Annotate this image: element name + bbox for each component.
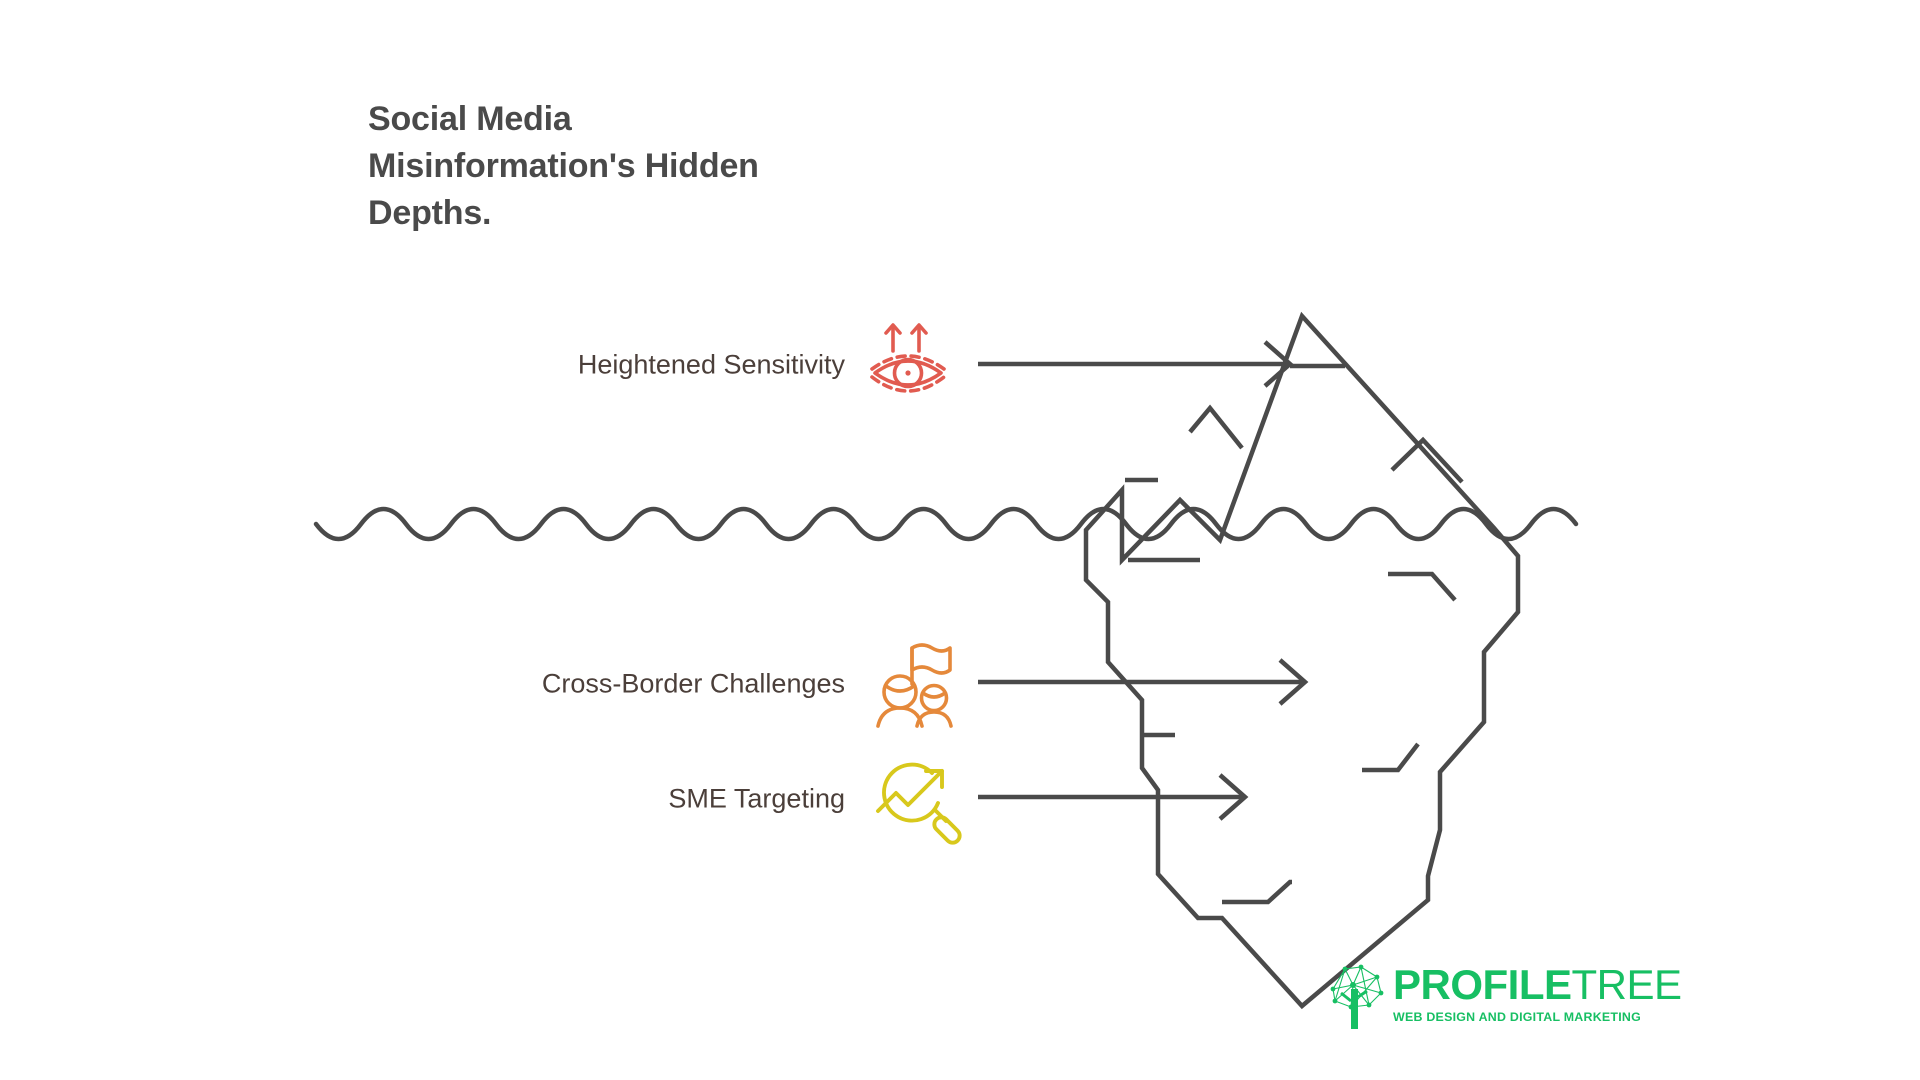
profiletree-network-tree-icon [1325,963,1387,1031]
logo-tagline: WEB DESIGN AND DIGITAL MARKETING [1393,1009,1642,1024]
profiletree-logo[interactable]: PROFILETREE WEB DESIGN AND DIGITAL MARKE… [1325,963,1682,1031]
iceberg-facet-sub-right-1 [1388,571,1457,602]
waterline-wave [313,506,1579,542]
title-line-3: Depths. [368,193,492,232]
item-label-heightened-sensitivity: Heightened Sensitivity [577,349,845,380]
page-title: Social Media Misinformation's Hidden Dep… [368,96,908,237]
profiletree-logo-text: PROFILETREE WEB DESIGN AND DIGITAL MARKE… [1393,963,1682,1024]
eye-with-up-arrows-icon [862,319,954,411]
title-line-2: Misinformation's Hidden [368,146,759,185]
title-line-1: Social Media [368,100,572,138]
logo-word-tree: TREE [1571,961,1683,1008]
item-label-cross-border-challenges: Cross-Border Challenges [541,668,845,699]
iceberg-facet-sub-right-2 [1362,742,1420,773]
connector-arrow-2 [978,773,1249,821]
iceberg-facet-sub-left-3 [1222,879,1292,905]
magnifier-trend-arrow-icon [874,753,966,845]
connector-arrow-0 [978,340,1294,388]
iceberg-outline [1083,311,1521,1010]
people-with-flag-icon [872,638,964,730]
iceberg-facet-left-notch [1188,404,1244,450]
iceberg-facet-right-notch [1390,436,1464,484]
logo-word-profile: PROFILE [1393,961,1572,1008]
connector-arrow-1 [978,658,1309,706]
item-label-sme-targeting: SME Targeting [668,783,845,814]
profiletree-wordmark: PROFILETREE [1393,964,1682,1006]
